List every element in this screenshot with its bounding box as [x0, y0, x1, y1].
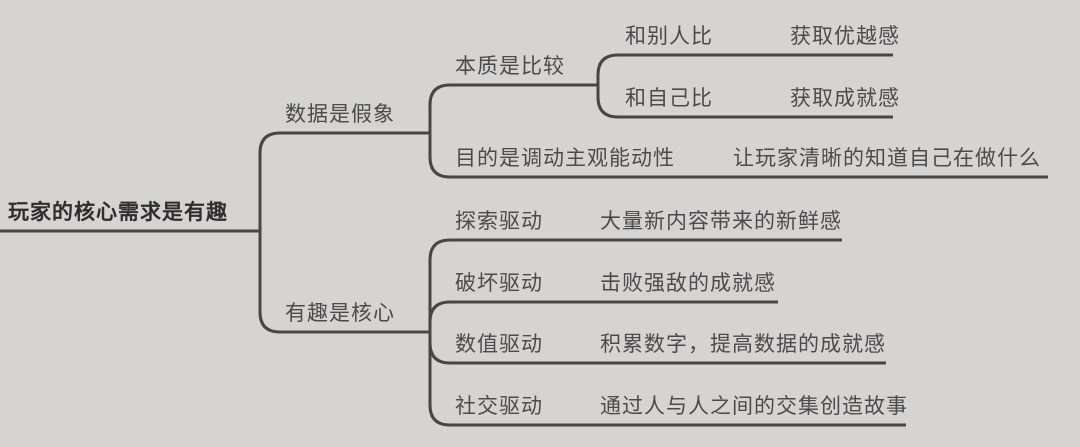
node-explore-drive[interactable]: 探索驱动: [455, 209, 543, 233]
node-compare-self[interactable]: 和自己比: [625, 86, 713, 110]
connector-essence-comparison: [428, 83, 598, 133]
connector-data-illusion: [258, 131, 430, 231]
node-numeric-detail[interactable]: 积累数字，提高数据的成就感: [600, 332, 886, 356]
node-data-illusion[interactable]: 数据是假象: [285, 102, 395, 126]
node-social-drive[interactable]: 社交驱动: [455, 394, 543, 418]
node-numeric-drive[interactable]: 数值驱动: [455, 332, 543, 356]
node-fun-core[interactable]: 有趣是核心: [285, 301, 395, 325]
node-destroy-drive[interactable]: 破坏驱动: [455, 271, 543, 295]
node-destroy-detail[interactable]: 击败强敌的成就感: [600, 271, 776, 295]
node-purpose-detail[interactable]: 让玩家清晰的知道自己在做什么: [733, 146, 1041, 170]
connector-social-drive: [428, 332, 906, 427]
connector-purpose-initiative: [428, 133, 1048, 179]
node-gain-achievement[interactable]: 获取成就感: [790, 86, 900, 110]
connector-destroy-drive: [428, 300, 778, 332]
node-social-detail[interactable]: 通过人与人之间的交集创造故事: [600, 394, 908, 418]
node-compare-others[interactable]: 和别人比: [625, 24, 713, 48]
node-explore-detail[interactable]: 大量新内容带来的新鲜感: [600, 209, 842, 233]
connector-compare-others: [596, 53, 893, 85]
node-purpose-initiative[interactable]: 目的是调动主观能动性: [455, 146, 675, 170]
connector-fun-core: [258, 231, 430, 334]
node-root[interactable]: 玩家的核心需求是有趣: [8, 200, 228, 224]
connector-compare-self: [596, 85, 893, 119]
node-essence-comparison[interactable]: 本质是比较: [455, 54, 565, 78]
connector-explore-drive: [428, 238, 842, 332]
node-gain-superiority[interactable]: 获取优越感: [790, 24, 900, 48]
